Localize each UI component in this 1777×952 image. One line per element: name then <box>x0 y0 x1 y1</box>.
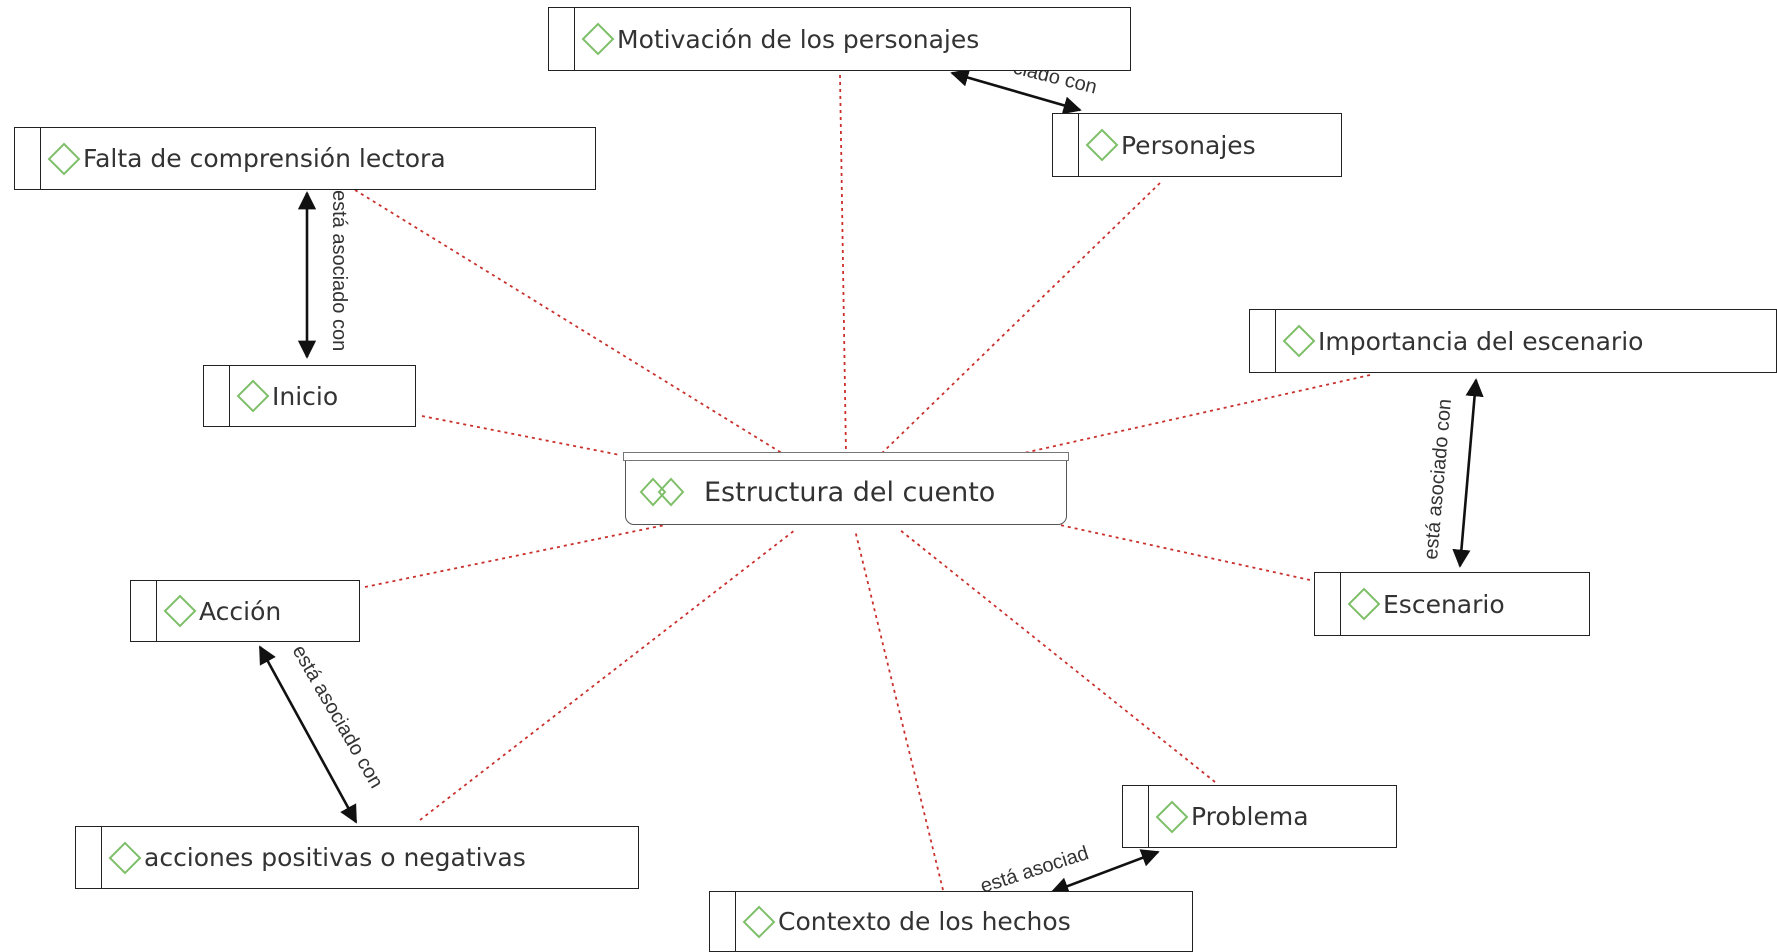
node-bar <box>549 8 575 70</box>
node-bar <box>1123 786 1149 847</box>
connector-contexto <box>854 529 944 891</box>
relation-label: está asociad <box>978 842 1092 898</box>
diamond-icon <box>1085 128 1119 162</box>
node-label: Inicio <box>272 381 339 411</box>
association-arrows <box>258 68 1484 895</box>
root-node-label: Estructura del cuento <box>704 476 996 508</box>
node-falta[interactable]: Falta de comprensión lectora <box>14 127 596 190</box>
node-bar <box>1250 310 1276 372</box>
connector-motivacion <box>839 74 847 456</box>
arrow-motiv-personajes <box>950 68 1082 115</box>
connector-acciones <box>419 529 796 821</box>
arrow-accion-acciones <box>258 645 358 824</box>
node-problema[interactable]: Problema <box>1122 785 1397 848</box>
double-diamond-icon <box>639 477 685 507</box>
relation-label: está asociado con <box>1420 398 1456 561</box>
root-node-top-bar <box>623 452 1069 461</box>
node-bar <box>204 366 230 426</box>
node-inicio[interactable]: Inicio <box>203 365 416 427</box>
relation-label: está asociado con <box>288 642 388 793</box>
node-escenario[interactable]: Escenario <box>1314 572 1590 636</box>
diamond-icon <box>47 142 81 175</box>
diamond-icon <box>581 22 615 56</box>
diamond-icon <box>1155 800 1189 833</box>
node-acciones[interactable]: acciones positivas o negativas <box>75 826 639 889</box>
node-label: Personajes <box>1121 130 1256 160</box>
arrow-problema-contexto <box>1050 849 1160 895</box>
diamond-icon <box>163 594 197 628</box>
root-node[interactable]: Estructura del cuento <box>623 452 1069 525</box>
connector-escenario <box>1059 524 1311 581</box>
node-motivacion[interactable]: Motivación de los personajes <box>548 7 1131 71</box>
node-label: Falta de comprensión lectora <box>83 144 446 173</box>
node-label: Contexto de los hechos <box>778 907 1071 936</box>
connector-accion <box>364 524 666 588</box>
node-accion[interactable]: Acción <box>130 580 360 642</box>
relation-label: está asociado con <box>328 190 350 351</box>
node-bar <box>15 128 41 189</box>
node-label: Problema <box>1191 802 1309 831</box>
node-label: Acción <box>199 596 282 626</box>
node-bar <box>1053 114 1079 176</box>
connector-inicio <box>421 415 621 456</box>
node-personajes[interactable]: Personajes <box>1052 113 1342 177</box>
connector-problema <box>899 529 1216 783</box>
diamond-icon <box>236 379 270 413</box>
node-bar <box>1315 573 1341 635</box>
node-label: Importancia del escenario <box>1318 326 1644 356</box>
node-label: Motivación de los personajes <box>617 24 980 54</box>
node-contexto[interactable]: Contexto de los hechos <box>709 891 1193 952</box>
arrow-importancia-escenario <box>1452 378 1484 568</box>
node-label: Escenario <box>1383 589 1505 619</box>
node-label: acciones positivas o negativas <box>144 843 526 872</box>
diamond-icon <box>1282 324 1316 358</box>
connector-importancia <box>1014 374 1371 456</box>
diamond-icon <box>1347 587 1381 621</box>
node-bar <box>76 827 102 888</box>
root-connectors <box>354 74 1371 891</box>
connector-personajes <box>879 182 1161 456</box>
diamond-icon <box>742 905 776 938</box>
node-importancia[interactable]: Importancia del escenario <box>1249 309 1777 373</box>
connector-falta <box>354 189 786 456</box>
node-bar <box>131 581 157 641</box>
node-bar <box>710 892 736 951</box>
diamond-icon <box>108 841 142 874</box>
